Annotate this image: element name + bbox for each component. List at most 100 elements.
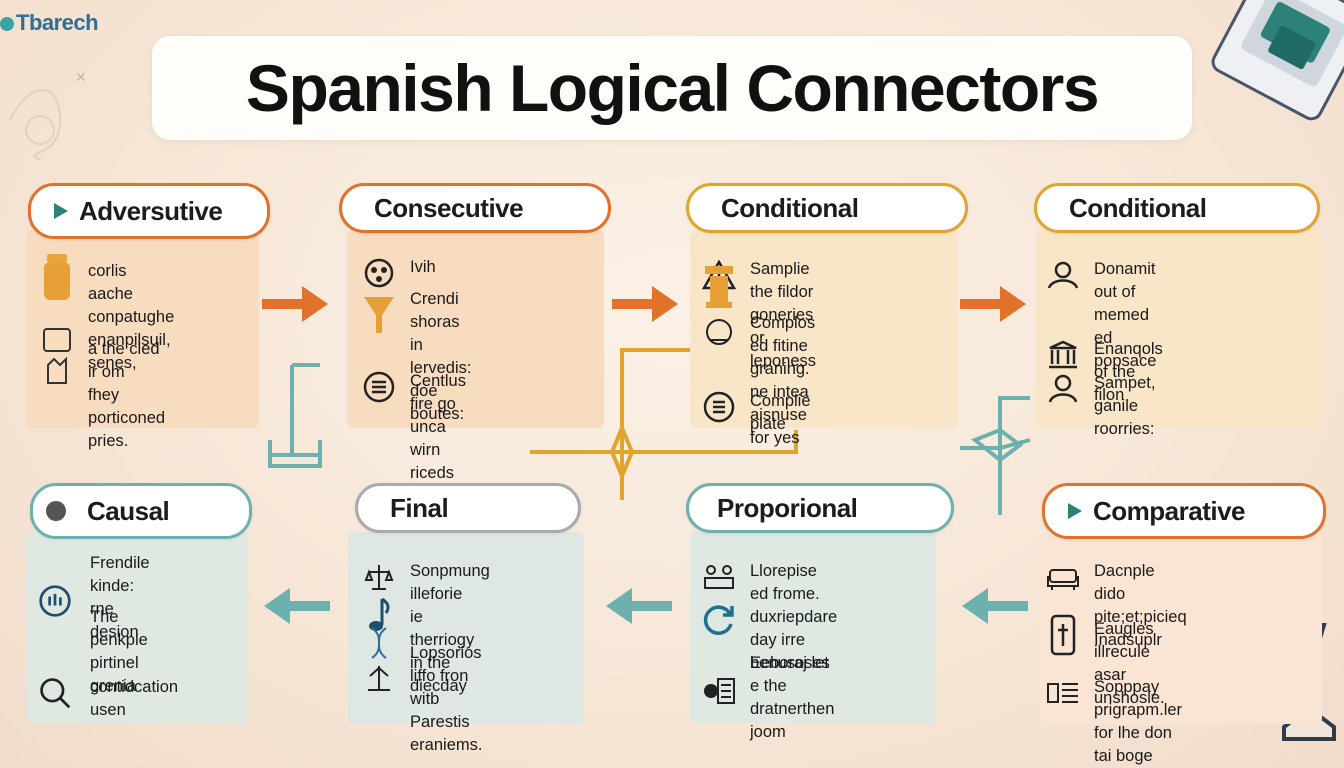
- list-icon: [1046, 676, 1080, 710]
- item-text: Samplie the fildor goneries or leponess: [750, 260, 817, 370]
- arrow-left-2: [606, 588, 672, 624]
- card-header-adversutive: Adversutive: [28, 183, 270, 239]
- list-item: The penkple pirtinel grenia: [38, 584, 148, 698]
- list-item: Enanqols of the filon: [1046, 338, 1163, 407]
- item-text: Llorepise ed frome. duxriepdare day irre…: [750, 562, 838, 672]
- card-header-comparative: Comparative: [1042, 483, 1326, 539]
- play-icon: [1068, 503, 1082, 519]
- item-text: The penkple pirtinel grenia: [90, 608, 148, 695]
- card-header-conditional-2: Conditional: [1034, 183, 1320, 233]
- title-banner: Spanish Logical Connectors: [152, 36, 1192, 140]
- arrow-left-3: [962, 588, 1028, 624]
- list-item: Sampet, ganile roorries:: [1046, 372, 1155, 441]
- logo-mark-icon: [0, 17, 14, 31]
- card-title: Comparative: [1093, 495, 1246, 526]
- arrow-right-3: [960, 286, 1026, 322]
- item-text: Complos ed fitine graning. ne intea aisn…: [750, 314, 816, 447]
- badge-icon: [1046, 614, 1080, 656]
- list-item: Sonpmung illeforie ie therriogy in the d…: [362, 560, 490, 698]
- list-item: Donamit out of memed ed popsace: [1046, 258, 1156, 373]
- item-text: Lopsorios liffo fron witb Parestis erani…: [410, 644, 483, 754]
- card-title: Conditional: [1069, 192, 1207, 223]
- card-title: Adversutive: [79, 195, 223, 226]
- lamp-icon: [702, 266, 736, 345]
- list-circle-icon: [362, 370, 396, 404]
- list-item: Frendile kinde: rne desion: [38, 552, 150, 644]
- item-text: Donamit out of memed ed popsace: [1094, 260, 1157, 370]
- pillar-icon: [1046, 338, 1080, 372]
- list-item: Sopppay prigrapm.ler for lhe don tai bog…: [1046, 676, 1182, 768]
- item-text: Crendi shoras in lervedis: doe boutes:: [410, 290, 472, 423]
- bottle-icon: [40, 254, 74, 300]
- document-icon: [702, 674, 736, 708]
- item-text: Dacnple dido pite;et;picieq Inadsuplr: [1094, 562, 1187, 649]
- arrow-right-1: [262, 286, 328, 322]
- card-header-proporional: Proporional: [686, 483, 954, 533]
- card-body: [690, 230, 958, 428]
- avatar-icon: [46, 501, 66, 521]
- page-title: Spanish Logical Connectors: [245, 51, 1100, 125]
- group-icon: [1046, 372, 1080, 406]
- list-item: Llorepise ed frome. duxriepdare day irre…: [702, 560, 837, 675]
- card-header-causal: Causal: [30, 483, 252, 539]
- card-body: [1040, 532, 1322, 724]
- tape-icon: [40, 328, 74, 384]
- list-item: Lopsorios liffo fron witb Parestis erani…: [362, 627, 483, 757]
- item-text: corlis aache conpatughe enanpilsuil, sen…: [88, 262, 175, 372]
- laptop-icon: [1211, 0, 1344, 121]
- card-title: Final: [390, 492, 449, 523]
- item-text: Sonpmung illeforie ie therriogy in the d…: [410, 562, 490, 695]
- list-item: Crendi shoras in lervedis: doe boutes:: [362, 288, 471, 426]
- card-title: Consecutive: [374, 192, 524, 223]
- gear-cluster-icon: [362, 256, 396, 290]
- item-text: contidcation usen: [90, 678, 179, 719]
- logo-text: Tbarech: [16, 10, 99, 35]
- card-header-final: Final: [355, 483, 581, 533]
- dna-icon: [362, 627, 396, 691]
- play-icon: [54, 203, 68, 219]
- item-text: Sopppay prigrapm.ler for lhe don tai bog…: [1094, 678, 1183, 765]
- item-text: Ivih: [410, 258, 436, 276]
- list-item: Complie plate: [702, 390, 811, 436]
- svg-text:✕: ✕: [75, 70, 87, 86]
- list-item: a the cled ir om fhey porticoned pries.: [40, 328, 166, 453]
- list-item: Centlus fire go unca wirn riceds: [362, 370, 466, 485]
- arrow-right-2: [612, 286, 678, 322]
- blank-icon: [38, 552, 72, 586]
- item-text: Sampet, ganile roorries:: [1094, 374, 1156, 438]
- list-item: [702, 602, 750, 636]
- item-text: Enanqols of the filon: [1094, 340, 1163, 404]
- coins-icon: [702, 390, 736, 424]
- people-icon: [1046, 258, 1080, 292]
- list-item: Complos ed fitine graning. ne intea aisn…: [702, 266, 816, 450]
- list-item: Ivih: [362, 256, 436, 290]
- item-text: Eaugles illrecule asar unshosle.: [1094, 620, 1165, 707]
- card-body: [348, 532, 584, 724]
- scale-icon: [362, 560, 396, 594]
- card-body: [1036, 230, 1322, 428]
- card-title: Proporional: [717, 492, 858, 523]
- list-item: Eeboraj let e the dratnerthen joom: [702, 652, 834, 744]
- couch-icon: [1046, 560, 1080, 594]
- hand-circle-icon: [38, 584, 72, 618]
- item-text: Centlus fire go unca wirn riceds: [410, 372, 466, 482]
- card-header-conditional-1: Conditional: [686, 183, 968, 233]
- list-item: Eaugles illrecule asar unshosle.: [1046, 614, 1165, 710]
- team-icon: [702, 560, 736, 594]
- list-item: contidcation usen: [38, 676, 178, 722]
- item-text: Frendile kinde: rne desion: [90, 554, 150, 641]
- arrow-left-1: [264, 588, 330, 624]
- magnifier-icon: [38, 676, 72, 710]
- list-item: corlis aache conpatughe enanpilsuil, sen…: [40, 254, 175, 375]
- item-text: Eeboraj let e the dratnerthen joom: [750, 654, 835, 741]
- refresh-icon: [702, 602, 736, 636]
- card-header-consecutive: Consecutive: [339, 183, 611, 233]
- card-title: Causal: [87, 495, 170, 526]
- list-item: Samplie the fildor goneries or leponess: [702, 258, 816, 373]
- doodle-decoration: ✕: [9, 70, 87, 161]
- item-text: Complie plate: [750, 392, 811, 433]
- funnel-icon: [362, 288, 396, 333]
- item-text: a the cled ir om fhey porticoned pries.: [88, 340, 166, 450]
- logo: Tbarech: [0, 10, 99, 36]
- card-title: Conditional: [721, 192, 859, 223]
